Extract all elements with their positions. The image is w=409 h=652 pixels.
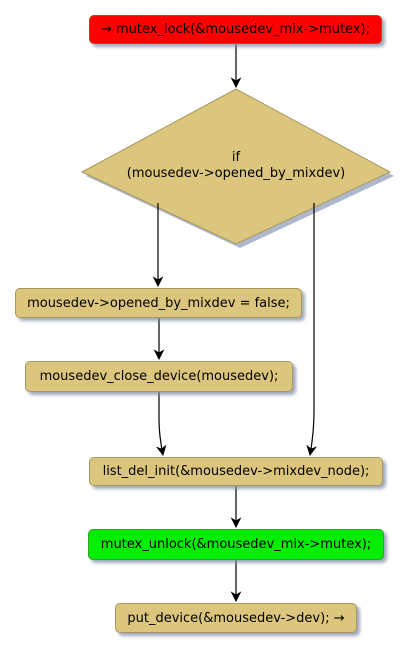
node-list-del-init-label: list_del_init(&mousedev->mixdev_node);: [102, 464, 370, 479]
decision-label: if (mousedev->opened_by_mixdev): [116, 150, 356, 182]
node-close-device: mousedev_close_device(mousedev);: [25, 361, 293, 392]
edge-decision-false-to-list-del: [306, 203, 317, 457]
node-mutex-unlock-label: mutex_unlock(&mousedev_mix->mutex);: [100, 537, 372, 552]
node-set-opened-flag: mousedev->opened_by_mixdev = false;: [15, 288, 302, 318]
decision-condition: (mousedev->opened_by_mixdev): [126, 166, 346, 181]
node-mutex-lock: → mutex_lock(&mousedev_mix->mutex);: [89, 15, 382, 44]
node-put-device-label: put_device(&mousedev->dev); →: [127, 610, 345, 626]
node-set-opened-flag-label: mousedev->opened_by_mixdev = false;: [27, 295, 290, 311]
decision-diamond: [80, 88, 392, 245]
node-mutex-unlock: mutex_unlock(&mousedev_mix->mutex);: [88, 529, 384, 560]
node-put-device: put_device(&mousedev->dev); →: [115, 603, 357, 633]
decision-keyword: if: [231, 150, 241, 165]
edge-close-device-to-list-del: [155, 392, 167, 457]
node-list-del-init: list_del_init(&mousedev->mixdev_node);: [89, 457, 383, 486]
node-mutex-lock-label: → mutex_lock(&mousedev_mix->mutex);: [101, 22, 370, 37]
node-close-device-label: mousedev_close_device(mousedev);: [39, 369, 279, 384]
